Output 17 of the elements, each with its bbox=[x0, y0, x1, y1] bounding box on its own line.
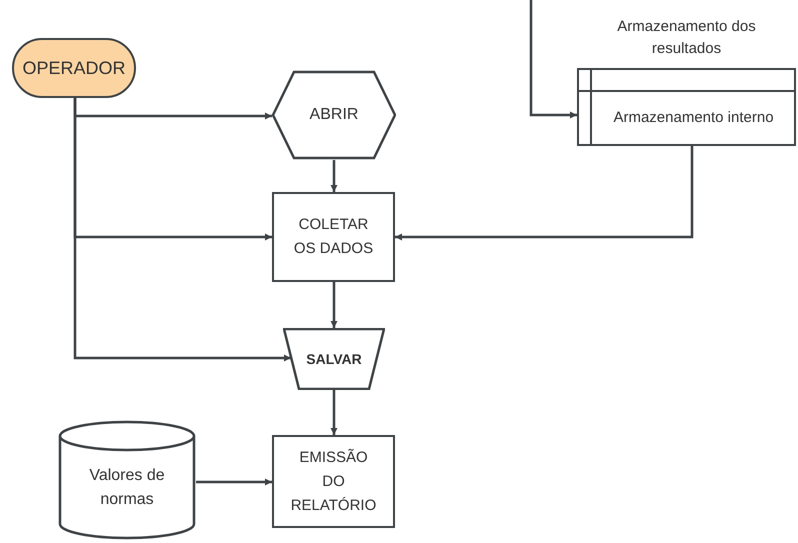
node-label: EMISSÃO DO RELATÓRIO bbox=[290, 448, 377, 516]
arrow bbox=[330, 282, 338, 328]
arrow bbox=[330, 160, 338, 192]
arrow bbox=[530, 0, 577, 118]
arrow bbox=[74, 98, 291, 362]
storage-label: Armazenamento interno bbox=[613, 108, 774, 128]
arrow bbox=[196, 478, 272, 486]
node-label: Valores de normas bbox=[88, 466, 166, 510]
node-label: ABRIR bbox=[310, 105, 358, 125]
process-box bbox=[272, 192, 395, 282]
node-label: OPERADOR bbox=[22, 56, 126, 80]
process-box bbox=[272, 435, 395, 528]
node-label: COLETAR OS DADOS bbox=[292, 215, 374, 259]
arrow bbox=[395, 146, 694, 240]
node-label: SALVAR bbox=[306, 350, 362, 368]
storage-heading: Armazenamento dos resultados bbox=[616, 16, 757, 59]
arrow bbox=[330, 390, 338, 435]
